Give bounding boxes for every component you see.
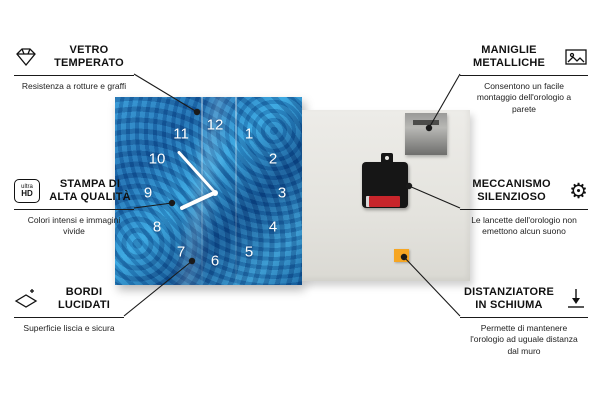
- clock-number: 1: [244, 125, 254, 143]
- callout-subtitle: Superficie liscia e sicura: [23, 323, 115, 333]
- clock-number: 4: [268, 218, 278, 236]
- callout-header: BORDI LUCIDATI: [14, 286, 124, 318]
- diamond-icon: [14, 47, 38, 67]
- clock-number: 9: [143, 184, 153, 202]
- callout-title: DISTANZIATORE IN SCHIUMA: [464, 286, 554, 311]
- clock-number: 11: [173, 125, 189, 143]
- clock-number: 3: [277, 184, 287, 202]
- clock-number: 7: [176, 243, 186, 261]
- clock-number: 12: [206, 116, 224, 134]
- picture-frame-icon: [564, 46, 588, 68]
- callout-stampa-alta-qualita: ultra HD STAMPA DI ALTA QUALITÀ Colori i…: [14, 178, 134, 238]
- callout-title: MECCANISMO SILENZIOSO: [472, 178, 551, 203]
- clock-number: 8: [152, 218, 162, 236]
- clock-front-image: 12 1 2 3 4 5 6 7 8 9 10 11: [115, 97, 302, 285]
- hour-hand: [179, 191, 216, 211]
- callout-header: MANIGLIE METALLICHE: [460, 44, 588, 76]
- callout-header: ultra HD STAMPA DI ALTA QUALITÀ: [14, 178, 134, 210]
- ultra-hd-label-top: ultra: [21, 184, 33, 190]
- callout-meccanismo-silenzioso: ⚙ MECCANISMO SILENZIOSO Le lancette dell…: [460, 178, 588, 238]
- callout-maniglie-metalliche: MANIGLIE METALLICHE Consentono un facile…: [460, 44, 588, 115]
- polished-edge-icon: [14, 287, 38, 311]
- clock-number: 2: [268, 150, 278, 168]
- callout-subtitle: Permette di mantenere l'orologio ad ugua…: [470, 323, 578, 356]
- spacer-arrow-icon: [564, 287, 588, 311]
- callout-vetro-temperato: VETRO TEMPERATO Resistenza a rotture e g…: [14, 44, 134, 92]
- callout-header: DISTANZIATORE IN SCHIUMA: [460, 286, 588, 318]
- callout-subtitle: Consentono un facile montaggio dell'orol…: [476, 81, 572, 114]
- ultra-hd-label-bottom: HD: [21, 189, 33, 198]
- callout-subtitle: Le lancette dell'orologio non emettono a…: [471, 215, 577, 237]
- hanging-hole: [385, 156, 389, 160]
- callout-header: VETRO TEMPERATO: [14, 44, 134, 76]
- callout-title: BORDI LUCIDATI: [57, 286, 111, 311]
- callout-header: ⚙ MECCANISMO SILENZIOSO: [460, 178, 588, 210]
- callout-title: VETRO TEMPERATO: [54, 44, 124, 69]
- callout-subtitle: Colori intensi e immagini vivide: [27, 215, 121, 237]
- clock-number: 6: [210, 252, 220, 270]
- callout-title: STAMPA DI ALTA QUALITÀ: [49, 178, 131, 203]
- clock-number: 5: [244, 243, 254, 261]
- callout-distanziatore-schiuma: DISTANZIATORE IN SCHIUMA Permette di man…: [460, 286, 588, 357]
- hanger-slot: [413, 120, 439, 125]
- foam-spacer: [394, 249, 409, 262]
- minute-hand: [176, 150, 217, 195]
- metal-hanger-plate: [405, 113, 447, 155]
- callout-subtitle: Resistenza a rotture e graffi: [21, 81, 127, 91]
- gear-icon: ⚙: [569, 178, 588, 203]
- clock-center-cap: [212, 190, 218, 196]
- glass-panel-seam: [201, 97, 204, 285]
- callout-title: MANIGLIE METALLICHE: [472, 44, 546, 69]
- clock-number: 10: [148, 150, 166, 168]
- callout-bordi-lucidati: BORDI LUCIDATI Superficie liscia e sicur…: [14, 286, 124, 334]
- ultra-hd-icon: ultra HD: [14, 179, 40, 203]
- battery: [366, 196, 400, 207]
- glass-panel-seam: [234, 97, 237, 285]
